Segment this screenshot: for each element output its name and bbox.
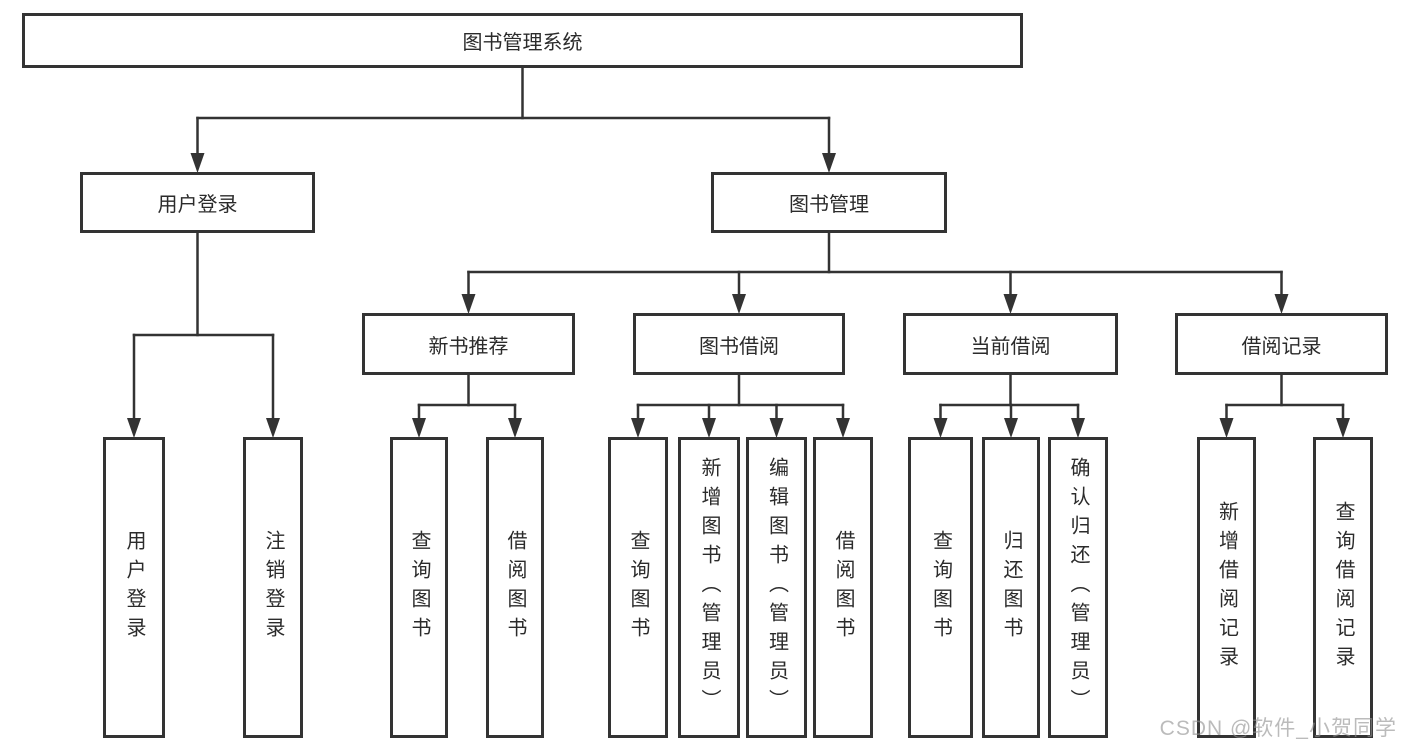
- node-label: 确认归还（管理员）: [1067, 457, 1089, 718]
- node-label: 编辑图书（管理员）: [765, 457, 788, 718]
- node-leaf-borrow-book-1: 借阅图书: [486, 437, 544, 738]
- arrowhead-down: [190, 153, 205, 173]
- node-leaf-logout: 注销登录: [243, 437, 303, 738]
- arrowhead-down: [732, 294, 746, 314]
- arrowhead-down: [266, 418, 280, 438]
- arrowhead-down: [461, 294, 476, 314]
- node-label: 新增图书（管理员）: [698, 457, 720, 718]
- node-leaf-user-login: 用户登录: [103, 437, 165, 738]
- node-leaf-edit-book: 编辑图书（管理员）: [746, 437, 807, 738]
- node-label: 注销登录: [262, 529, 284, 646]
- arrowhead-down: [702, 418, 716, 438]
- arrowhead-down: [1274, 294, 1289, 314]
- node-leaf-query-book-2: 查询图书: [608, 437, 668, 738]
- node-leaf-query-book-1: 查询图书: [390, 437, 448, 738]
- node-user-login: 用户登录: [80, 172, 315, 233]
- arrowhead-down: [1003, 294, 1018, 314]
- node-borrow-records: 借阅记录: [1175, 313, 1388, 375]
- node-label: 新增借阅记录: [1215, 500, 1238, 675]
- arrowhead-down: [769, 418, 784, 438]
- node-leaf-borrow-book-2: 借阅图书: [813, 437, 873, 738]
- node-label: 图书管理: [789, 194, 869, 216]
- node-label: 图书管理系统: [462, 32, 583, 54]
- node-label: 查询图书: [627, 529, 649, 646]
- arrowhead-down: [933, 418, 948, 438]
- node-label: 借阅图书: [832, 529, 854, 646]
- node-book-borrow: 图书借阅: [633, 313, 845, 375]
- arrowhead-down: [412, 418, 426, 438]
- arrowhead-down: [822, 153, 836, 173]
- arrowhead-down: [127, 418, 141, 438]
- node-label: 查询图书: [929, 529, 952, 646]
- node-label: 用户登录: [123, 529, 145, 646]
- arrowhead-down: [1219, 418, 1234, 438]
- arrowhead-down: [508, 418, 522, 438]
- arrowhead-down: [1071, 418, 1085, 438]
- node-label: 当前借阅: [970, 335, 1051, 358]
- node-leaf-query-record: 查询借阅记录: [1313, 437, 1373, 738]
- node-label: 图书借阅: [699, 335, 779, 358]
- node-label: 借阅记录: [1241, 335, 1322, 358]
- node-book-mgmt: 图书管理: [711, 172, 947, 233]
- arrowhead-down: [836, 418, 850, 438]
- arrowhead-down: [631, 418, 645, 438]
- arrowhead-down: [1004, 418, 1018, 438]
- node-leaf-query-book-3: 查询图书: [908, 437, 973, 738]
- node-current-borrow: 当前借阅: [903, 313, 1118, 375]
- node-label: 查询图书: [408, 529, 430, 646]
- watermark: CSDN @软件_小贺同学: [1159, 717, 1397, 740]
- node-leaf-return-book: 归还图书: [982, 437, 1040, 738]
- node-leaf-confirm-return: 确认归还（管理员）: [1048, 437, 1108, 738]
- node-new-book-rec: 新书推荐: [362, 313, 575, 375]
- node-label: 用户登录: [157, 194, 238, 216]
- node-leaf-add-book: 新增图书（管理员）: [678, 437, 740, 738]
- node-label: 查询借阅记录: [1332, 500, 1354, 675]
- arrowhead-down: [1336, 418, 1350, 438]
- node-label: 归还图书: [1000, 529, 1022, 646]
- node-leaf-add-record: 新增借阅记录: [1197, 437, 1256, 738]
- node-root: 图书管理系统: [22, 13, 1023, 68]
- node-label: 借阅图书: [504, 529, 526, 646]
- node-label: 新书推荐: [428, 335, 509, 358]
